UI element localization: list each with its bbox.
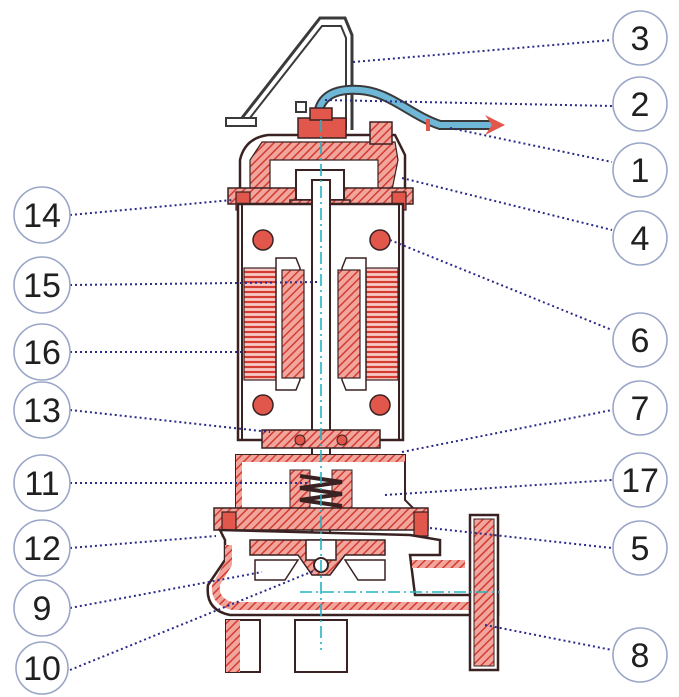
svg-text:5: 5 (631, 530, 650, 568)
callout-1: 1 (612, 142, 668, 198)
callout-10: 10 (15, 641, 69, 695)
svg-text:15: 15 (23, 267, 61, 305)
svg-text:12: 12 (23, 530, 61, 568)
callout-5: 5 (612, 520, 668, 576)
svg-text:10: 10 (23, 650, 61, 688)
callout-3: 3 (612, 10, 668, 66)
svg-text:14: 14 (23, 197, 61, 235)
callout-9: 9 (13, 579, 71, 637)
top-cover (238, 107, 407, 197)
svg-text:1: 1 (631, 152, 650, 190)
centerlines (300, 120, 500, 650)
callout-4: 4 (612, 210, 668, 266)
impeller (249, 539, 386, 581)
callout-13: 13 (13, 381, 71, 439)
callout-14: 14 (13, 186, 71, 244)
svg-text:2: 2 (631, 86, 650, 124)
callout-16: 16 (13, 323, 71, 381)
callout-11: 11 (13, 454, 71, 512)
svg-text:3: 3 (631, 20, 650, 58)
callout-15: 15 (13, 256, 71, 314)
winding-end-turns (252, 229, 391, 416)
svg-text:7: 7 (631, 390, 650, 428)
leader-lines (69, 39, 613, 671)
callout-6: 6 (612, 312, 668, 368)
callout-8: 8 (612, 627, 668, 683)
callout-2: 2 (612, 76, 668, 132)
mechanical-seal-spring (299, 474, 343, 508)
svg-text:11: 11 (24, 465, 59, 503)
power-cable (313, 84, 505, 135)
svg-text:6: 6 (631, 322, 650, 360)
svg-text:13: 13 (23, 392, 61, 430)
svg-text:8: 8 (631, 637, 650, 675)
svg-text:17: 17 (621, 462, 659, 500)
callout-7: 7 (612, 380, 668, 436)
rotor (281, 269, 361, 379)
callout-12: 12 (13, 519, 71, 577)
base-stand (225, 619, 348, 673)
callout-17: 17 (612, 452, 668, 508)
svg-text:9: 9 (33, 590, 52, 628)
svg-text:16: 16 (23, 334, 61, 372)
lifting-handle (225, 16, 354, 130)
svg-text:4: 4 (631, 220, 650, 258)
